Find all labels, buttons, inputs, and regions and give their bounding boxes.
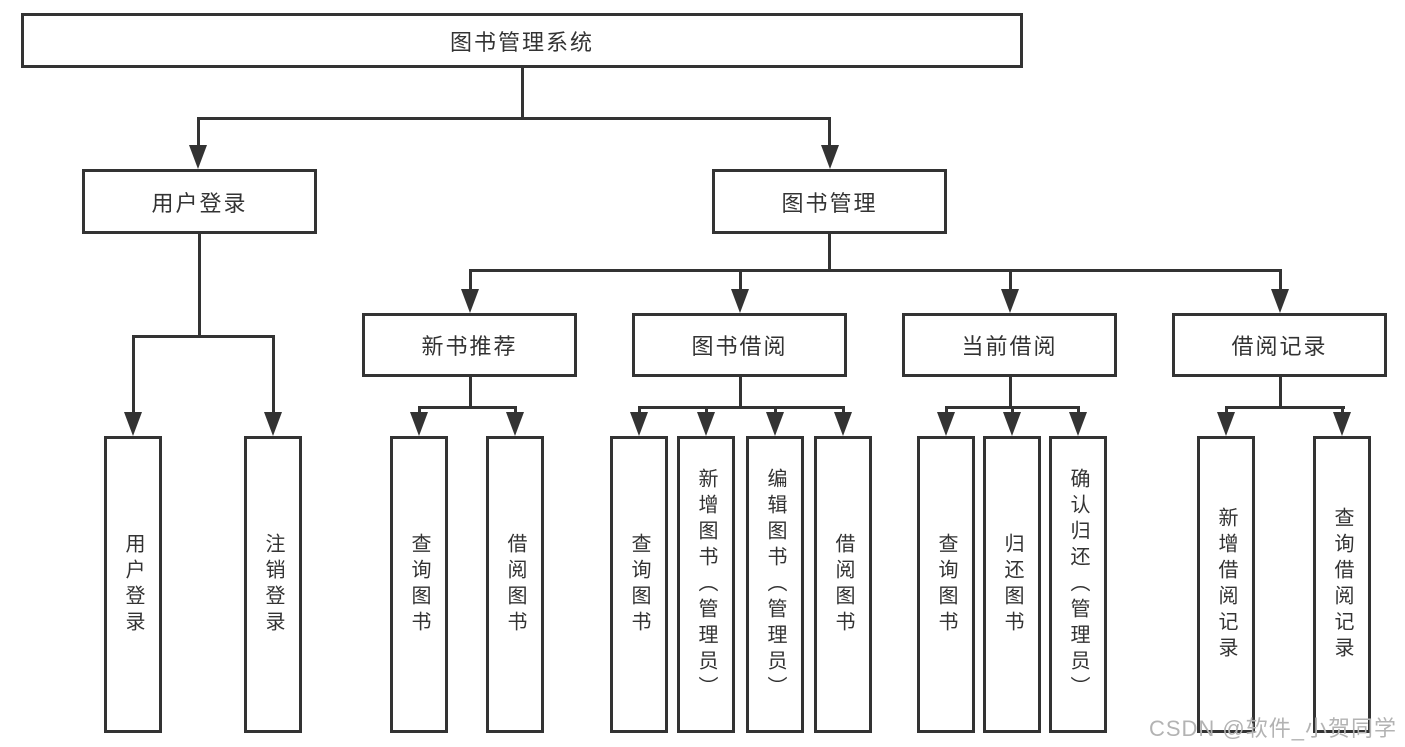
connector-arrow xyxy=(731,289,749,313)
connector-line xyxy=(1008,377,1012,408)
connector-line xyxy=(828,116,831,148)
connector-line xyxy=(841,405,845,415)
leaf-edit-books-admin: 编辑图书（管理员） xyxy=(746,436,804,733)
connector-arrow xyxy=(506,412,524,436)
leaf-label: 查询图书 xyxy=(628,532,650,637)
node-user-login: 用户登录 xyxy=(82,169,317,234)
node-book-borrowing: 图书借阅 xyxy=(632,313,847,377)
connector-arrow xyxy=(1333,412,1351,436)
connector-arrow xyxy=(1217,412,1235,436)
connector-line xyxy=(417,405,421,415)
connector-arrow xyxy=(189,145,207,169)
leaf-label: 注销登录 xyxy=(262,532,284,637)
connector-line xyxy=(520,68,524,119)
connector-line xyxy=(637,405,641,415)
connector-line xyxy=(1010,405,1014,415)
connector-line xyxy=(738,377,742,408)
connector-arrow xyxy=(766,412,784,436)
connector-line xyxy=(1340,405,1344,415)
connector-line xyxy=(131,334,275,338)
connector-line xyxy=(1278,269,1282,291)
connector-line xyxy=(131,334,135,415)
connector-line xyxy=(271,334,275,415)
connector-arrow xyxy=(264,412,282,436)
node-root: 图书管理系统 xyxy=(21,13,1023,68)
leaf-add-books-admin: 新增图书（管理员） xyxy=(677,436,735,733)
csdn-watermark: CSDN @软件_小贺同学 xyxy=(1148,716,1397,741)
connector-line xyxy=(468,377,472,408)
leaf-label: 借阅图书 xyxy=(504,532,526,637)
leaf-label: 确认归还（管理员） xyxy=(1067,467,1089,702)
leaf-query-books: 查询图书 xyxy=(610,436,668,733)
leaf-query-books: 查询图书 xyxy=(390,436,448,733)
connector-line xyxy=(468,269,1282,272)
leaf-label: 查询图书 xyxy=(935,532,957,637)
connector-line xyxy=(513,405,517,415)
leaf-label: 新增借阅记录 xyxy=(1215,506,1237,663)
connector-line xyxy=(1008,269,1012,291)
leaf-borrow-books: 借阅图书 xyxy=(486,436,544,733)
connector-line xyxy=(196,116,200,148)
leaf-logout: 注销登录 xyxy=(244,436,302,733)
leaf-query-books: 查询图书 xyxy=(917,436,975,733)
leaf-label: 新增图书（管理员） xyxy=(695,467,717,702)
connector-line xyxy=(198,234,201,337)
leaf-label: 归还图书 xyxy=(1001,532,1023,637)
connector-arrow xyxy=(410,412,428,436)
leaf-label: 查询图书 xyxy=(408,532,430,637)
connector-arrow xyxy=(124,412,142,436)
connector-line xyxy=(738,269,742,291)
connector-line xyxy=(704,405,708,415)
node-new-book-recommendation: 新书推荐 xyxy=(362,313,577,377)
connector-arrow xyxy=(1001,289,1019,313)
connector-line xyxy=(1224,405,1345,409)
connector-arrow xyxy=(834,412,852,436)
connector-arrow xyxy=(461,289,479,313)
connector-arrow xyxy=(937,412,955,436)
connector-arrow xyxy=(820,145,839,169)
leaf-label: 用户登录 xyxy=(122,532,144,637)
connector-arrow xyxy=(1069,412,1087,436)
leaf-return-books: 归还图书 xyxy=(983,436,1041,733)
connector-arrow xyxy=(697,412,715,436)
connector-line xyxy=(468,269,472,291)
connector-line xyxy=(196,116,831,120)
connector-line xyxy=(1278,377,1282,408)
leaf-label: 借阅图书 xyxy=(832,532,854,637)
connector-arrow xyxy=(1271,289,1289,313)
leaf-borrow-books: 借阅图书 xyxy=(814,436,872,733)
node-book-management: 图书管理 xyxy=(712,169,947,234)
connector-line xyxy=(637,405,845,409)
connector-line xyxy=(417,405,517,409)
connector-line xyxy=(773,405,777,415)
leaf-user-login: 用户登录 xyxy=(104,436,162,733)
leaf-add-borrow-record: 新增借阅记录 xyxy=(1197,436,1255,733)
leaf-query-borrow-record: 查询借阅记录 xyxy=(1313,436,1371,733)
connector-line xyxy=(828,234,831,272)
connector-line xyxy=(1224,405,1228,415)
leaf-label: 编辑图书（管理员） xyxy=(764,467,786,702)
leaf-confirm-return-admin: 确认归还（管理员） xyxy=(1049,436,1107,733)
leaf-label: 查询借阅记录 xyxy=(1331,506,1353,663)
connector-line xyxy=(1076,405,1080,415)
connector-arrow xyxy=(630,412,648,436)
connector-arrow xyxy=(1003,412,1021,436)
node-current-borrowing: 当前借阅 xyxy=(902,313,1117,377)
connector-line xyxy=(944,405,948,415)
node-borrowing-records: 借阅记录 xyxy=(1172,313,1387,377)
